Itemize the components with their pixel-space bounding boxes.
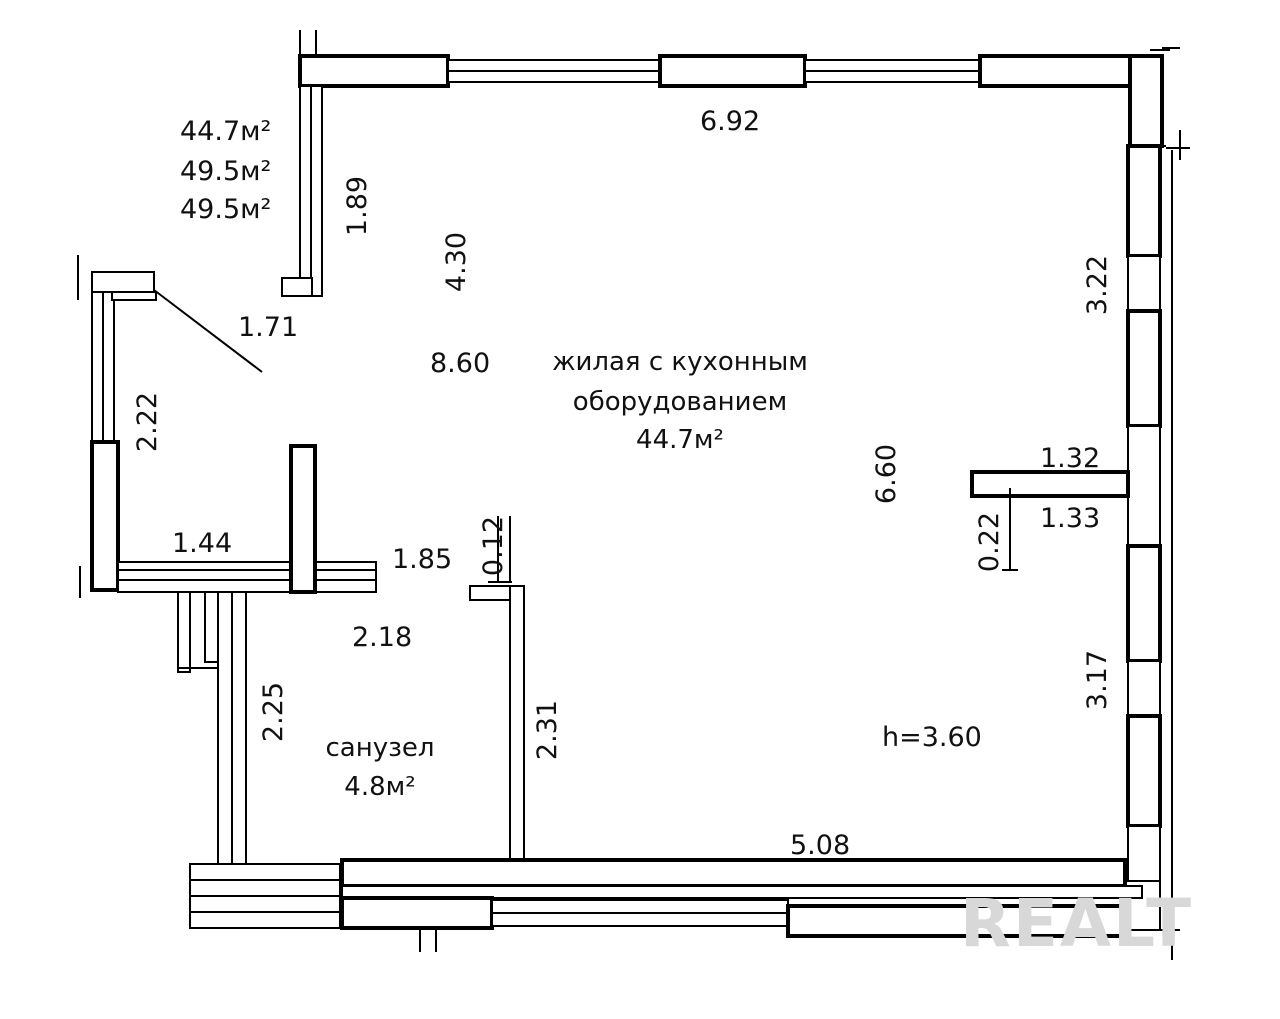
dim-left-upper: 1.89 [342,176,373,236]
dim-bath-right: 2.31 [532,700,563,760]
left-upper-wall [281,85,323,297]
walls [77,30,1190,960]
dim-right-upper: 3.22 [1082,255,1113,315]
area-summary-line3: 49.5м² [180,194,271,225]
dim-bottom-wall: 5.08 [790,830,850,861]
living-room-name-line1: жилая с кухонным [552,347,808,377]
area-summary-line2: 49.5м² [180,156,271,187]
balcony [77,255,263,598]
dim-right-lower: 3.17 [1082,650,1113,710]
right-wall [1126,130,1190,960]
dim-living-upper: 4.30 [441,232,472,292]
bathroom-walls [177,516,525,865]
bottom-wall [189,858,1180,952]
dim-pier-top: 1.32 [1040,443,1100,474]
watermark-logo: REALT [960,885,1193,962]
dim-pier-thickness: 0.22 [974,512,1005,572]
dim-bath-left: 2.25 [258,682,289,742]
dim-top-wall: 6.92 [700,106,760,137]
bathroom-name: санузел [325,733,434,763]
living-room-label: жилая с кухонным оборудованием 44.7м² [552,347,808,455]
dim-living-depth: 8.60 [430,348,490,379]
dim-living-width: 6.60 [871,444,902,504]
dim-hall-width: 1.44 [172,528,232,559]
middle-partition [117,444,377,594]
pier [970,470,1130,498]
dim-opening: 1.85 [392,544,452,575]
area-summary-line1: 44.7м² [180,116,271,147]
area-summary: 44.7м² 49.5м² 49.5м² [180,116,271,225]
top-wall [298,30,1180,148]
ceiling-height: h=3.60 [882,722,982,753]
dim-niche-width: 1.71 [238,312,298,343]
bathroom-label: санузел 4.8м² [325,733,434,802]
dim-partition: 0.12 [478,516,509,576]
dim-pier-bottom: 1.33 [1040,503,1100,534]
living-room-area: 44.7м² [636,425,724,455]
living-room-name-line2: оборудованием [573,387,787,417]
dimension-labels: 6.92 1.89 4.30 1.71 8.60 3.22 2.22 6.60 … [132,106,1113,861]
dim-balcony-height: 2.22 [132,392,163,452]
dim-bath-width: 2.18 [352,622,412,653]
bathroom-area: 4.8м² [344,772,415,802]
